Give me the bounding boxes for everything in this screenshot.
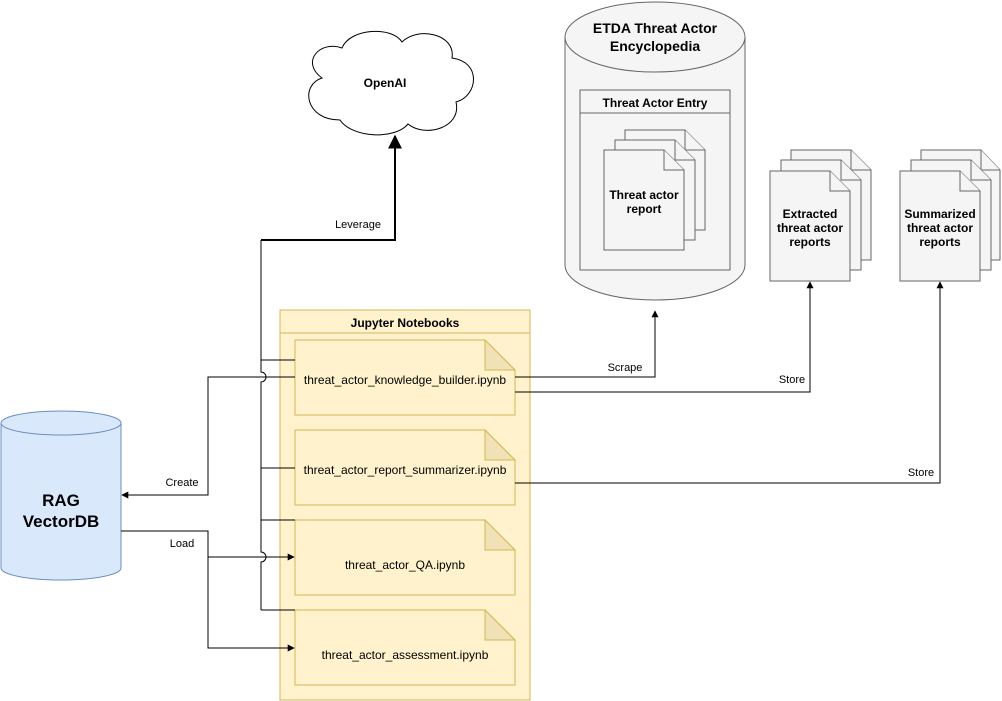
extracted-label-line1: Extracted — [783, 207, 838, 221]
etda-encyclopedia: ETDA Threat Actor Encyclopedia Threat Ac… — [564, 1, 746, 301]
store-extracted-edge — [515, 281, 814, 393]
notebook-assessment[interactable]: threat_actor_assessment.ipynb — [294, 608, 517, 686]
leverage-label: Leverage — [335, 219, 381, 231]
notebook-report-summarizer[interactable]: threat_actor_report_summarizer.ipynb — [294, 428, 517, 506]
etda-title-line2: Encyclopedia — [610, 38, 700, 54]
notebook-knowledge-builder[interactable]: threat_actor_knowledge_builder.ipynb — [294, 338, 517, 416]
rag-label-line2: VectorDB — [23, 512, 100, 531]
extracted-label-line3: reports — [789, 235, 831, 249]
entry-title: Threat Actor Entry — [603, 96, 708, 110]
extracted-label-line2: threat actor — [777, 221, 843, 235]
notebooks-title: Jupyter Notebooks — [351, 316, 460, 330]
extracted-reports-stack: Extracted threat actor reports — [769, 149, 872, 282]
load-label: Load — [170, 538, 194, 550]
notebook-name: threat_actor_assessment.ipynb — [322, 648, 489, 662]
threat-actor-report-stack: Threat actor report — [603, 129, 706, 251]
leverage-edge — [261, 134, 402, 241]
notebook-bus — [260, 240, 267, 610]
rag-label-line1: RAG — [42, 491, 80, 510]
summarized-label-line1: Summarized — [904, 207, 975, 221]
scrape-label: Scrape — [608, 362, 643, 374]
store-summarized-edge — [515, 281, 944, 484]
notebook-qa[interactable]: threat_actor_QA.ipynb — [294, 518, 517, 596]
etda-title-line1: ETDA Threat Actor — [593, 20, 718, 36]
openai-cloud: OpenAI — [308, 30, 474, 136]
load-edge — [121, 530, 295, 561]
load-edge-assessment — [207, 557, 295, 652]
create-edge — [121, 376, 295, 499]
rag-vectordb: RAG VectorDB — [0, 410, 122, 581]
openai-label: OpenAI — [364, 76, 407, 90]
create-label: Create — [165, 477, 198, 489]
notebook-name: threat_actor_QA.ipynb — [345, 558, 465, 572]
scrape-edge — [515, 310, 659, 378]
report-label-line2: report — [627, 202, 662, 216]
store-summarized-label: Store — [908, 467, 934, 479]
summarized-label-line2: threat actor — [907, 221, 973, 235]
report-label-line1: Threat actor — [609, 188, 679, 202]
threat-actor-entry: Threat Actor Entry Threat actor report — [579, 89, 731, 271]
summarized-reports-stack: Summarized threat actor reports — [899, 149, 1001, 282]
notebook-name: threat_actor_knowledge_builder.ipynb — [304, 373, 506, 387]
store-extracted-label: Store — [779, 374, 805, 386]
notebook-name: threat_actor_report_summarizer.ipynb — [304, 463, 507, 477]
summarized-label-line3: reports — [919, 235, 961, 249]
